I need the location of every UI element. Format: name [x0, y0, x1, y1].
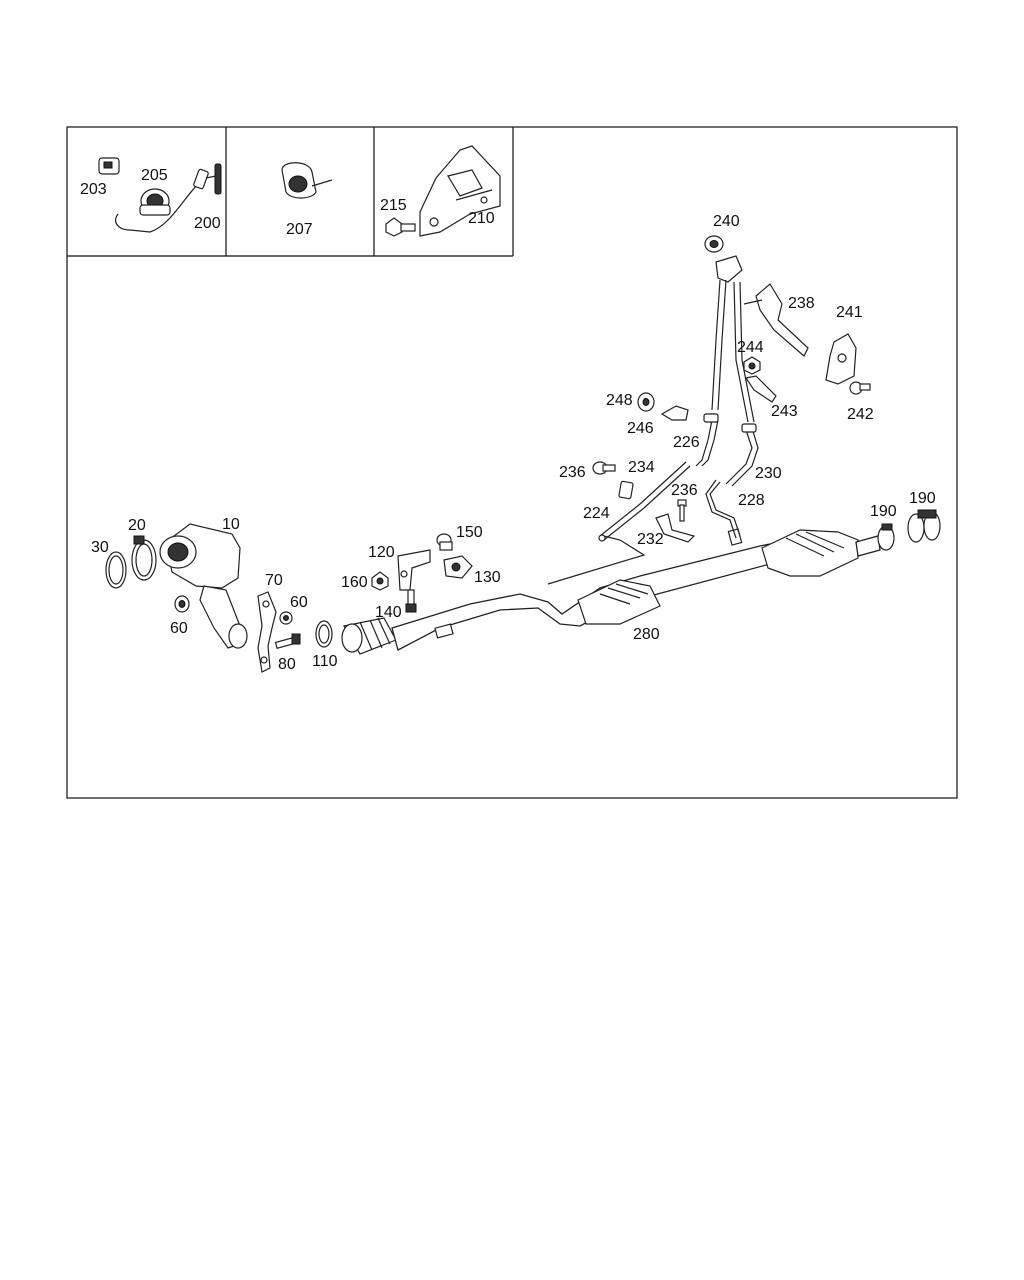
part-190-clamp-b[interactable] [907, 509, 941, 543]
label-203: 203 [80, 181, 107, 198]
label-110: 110 [312, 653, 338, 670]
part-238-bracket[interactable] [743, 283, 809, 357]
part-60-nut-a[interactable] [174, 595, 190, 613]
label-248: 248 [606, 392, 633, 409]
leader-lines-280 [547, 535, 646, 585]
diagram-frame [66, 126, 958, 799]
part-230-hose[interactable] [725, 423, 759, 487]
part-160-nut[interactable] [371, 571, 389, 591]
label-210: 210 [468, 210, 495, 227]
part-60-nut-b[interactable] [279, 611, 293, 625]
label-120: 120 [368, 544, 395, 561]
part-120-bracket[interactable] [397, 549, 431, 591]
part-241-bracket[interactable] [825, 333, 857, 385]
label-244: 244 [737, 339, 764, 356]
label-190a: 190 [870, 503, 897, 520]
label-228: 228 [738, 492, 765, 509]
part-234-clip[interactable] [618, 480, 634, 500]
part-207-mount[interactable] [281, 162, 333, 199]
part-232-bracket[interactable] [655, 513, 696, 543]
part-130-rubber-mount[interactable] [443, 555, 473, 579]
label-240: 240 [713, 213, 740, 230]
label-243: 243 [771, 403, 798, 420]
part-215-bolt[interactable] [385, 217, 416, 237]
part-243-bracket[interactable] [745, 375, 777, 403]
part-150-nut[interactable] [436, 533, 453, 551]
label-215: 215 [380, 197, 407, 214]
part-190-clamp-a[interactable] [877, 523, 895, 551]
part-244-nut[interactable] [743, 356, 761, 375]
label-234: 234 [628, 459, 655, 476]
label-20: 20 [128, 517, 146, 534]
label-226: 226 [673, 434, 700, 451]
part-80-bolt[interactable] [274, 633, 301, 649]
part-240-line-assembly[interactable] [704, 235, 755, 423]
label-130: 130 [474, 569, 501, 586]
label-205: 205 [141, 167, 168, 184]
part-224-line[interactable] [598, 461, 691, 542]
label-80: 80 [278, 656, 296, 673]
part-30-gasket[interactable] [105, 551, 127, 589]
part-248-grommet[interactable] [637, 392, 655, 412]
part-70-strap[interactable] [257, 591, 277, 673]
label-10: 10 [222, 516, 240, 533]
label-236b: 236 [671, 482, 698, 499]
part-280-exhaust-pipe[interactable] [341, 528, 881, 655]
part-110-gasket[interactable] [315, 620, 333, 648]
part-246-clip[interactable] [660, 405, 689, 421]
label-60a: 60 [170, 620, 188, 637]
part-242-bolt[interactable] [849, 381, 871, 395]
part-236-bolt-b[interactable] [677, 499, 687, 522]
label-60b: 60 [290, 594, 308, 611]
label-160: 160 [341, 574, 368, 591]
label-241: 241 [836, 304, 863, 321]
part-200-oxygen-sensor[interactable] [115, 163, 222, 233]
label-30: 30 [91, 539, 109, 556]
label-236a: 236 [559, 464, 586, 481]
part-10-catalytic-converter[interactable] [159, 523, 248, 649]
callout-labels: 10 20 30 60 60 70 80 110 120 130 140 150… [80, 167, 936, 673]
label-246: 246 [627, 420, 654, 437]
part-226-hose[interactable] [695, 413, 719, 467]
label-150: 150 [456, 524, 483, 541]
part-20-clamp[interactable] [131, 535, 157, 581]
part-140-bolt[interactable] [405, 589, 417, 613]
label-232: 232 [637, 531, 664, 548]
part-210-bracket[interactable] [419, 145, 501, 237]
part-203-clip[interactable] [98, 157, 120, 175]
part-236-bolt-a[interactable] [592, 461, 616, 475]
part-205-holder[interactable] [139, 188, 171, 216]
label-140: 140 [375, 604, 402, 621]
label-200: 200 [194, 215, 221, 232]
label-70: 70 [265, 572, 283, 589]
label-230: 230 [755, 465, 782, 482]
part-228-line[interactable] [705, 479, 741, 539]
label-190b: 190 [909, 490, 936, 507]
label-242: 242 [847, 406, 874, 423]
label-280: 280 [633, 626, 660, 643]
label-238: 238 [788, 295, 815, 312]
label-207: 207 [286, 221, 313, 238]
label-224: 224 [583, 505, 610, 522]
